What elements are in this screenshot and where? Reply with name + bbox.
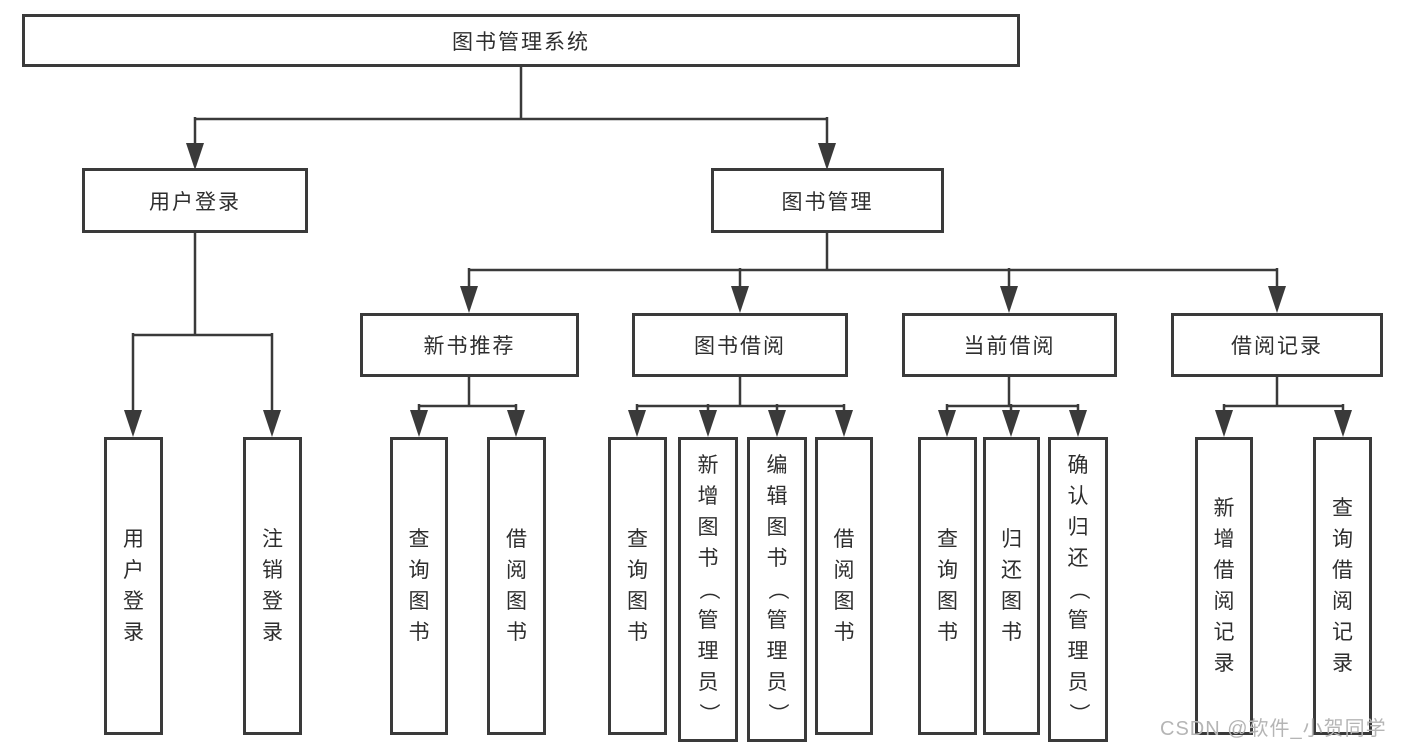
node-leaf-query-borrow-record: 查询借阅记录 [1313,437,1372,735]
node-leaf-query-books-recommend: 查询图书 [390,437,448,735]
node-label: 新增图书（管理员） [696,454,720,724]
node-leaf-confirm-return-admin: 确认归还（管理员） [1048,437,1108,742]
node-leaf-borrow-books: 借阅图书 [815,437,873,735]
node-label: 当前借阅 [963,335,1056,358]
node-label: 图书借阅 [694,335,786,358]
node-label: 图书管理系统 [452,30,590,54]
node-leaf-add-borrow-record: 新增借阅记录 [1195,437,1253,735]
node-leaf-edit-books-admin: 编辑图书（管理员） [747,437,807,742]
node-root: 图书管理系统 [22,14,1020,67]
node-current-borrow: 当前借阅 [902,313,1117,377]
node-label: 查询图书 [937,528,958,644]
node-leaf-borrow-books-recommend: 借阅图书 [487,437,546,735]
node-label: 用户登录 [123,528,144,644]
node-leaf-return-books: 归还图书 [983,437,1040,735]
node-leaf-query-books-borrow: 查询图书 [608,437,667,735]
node-label: 图书管理 [781,190,874,214]
node-label: 查询图书 [408,528,430,644]
node-label: 查询图书 [627,528,648,644]
node-label: 新书推荐 [423,335,516,358]
node-label: 新增借阅记录 [1213,497,1235,675]
node-book-borrow: 图书借阅 [632,313,848,377]
node-user-login: 用户登录 [82,168,308,233]
node-label: 用户登录 [149,190,241,214]
node-leaf-logout: 注销登录 [243,437,302,735]
node-book-management: 图书管理 [711,168,944,233]
node-leaf-query-books-current: 查询图书 [918,437,977,735]
node-label: 编辑图书（管理员） [765,454,789,724]
node-label: 确认归还（管理员） [1066,454,1090,724]
node-new-book-recommend: 新书推荐 [360,313,579,377]
node-label: 借阅图书 [506,528,527,644]
node-borrow-records: 借阅记录 [1171,313,1383,377]
node-label: 借阅图书 [833,528,855,644]
csdn-watermark: CSDN @软件_小贺同学 [1160,718,1387,740]
node-label: 注销登录 [262,528,283,644]
node-leaf-add-books-admin: 新增图书（管理员） [678,437,738,742]
node-label: 借阅记录 [1231,335,1323,358]
node-label: 查询借阅记录 [1332,497,1353,675]
node-leaf-user-login: 用户登录 [104,437,163,735]
node-label: 归还图书 [1001,528,1022,644]
